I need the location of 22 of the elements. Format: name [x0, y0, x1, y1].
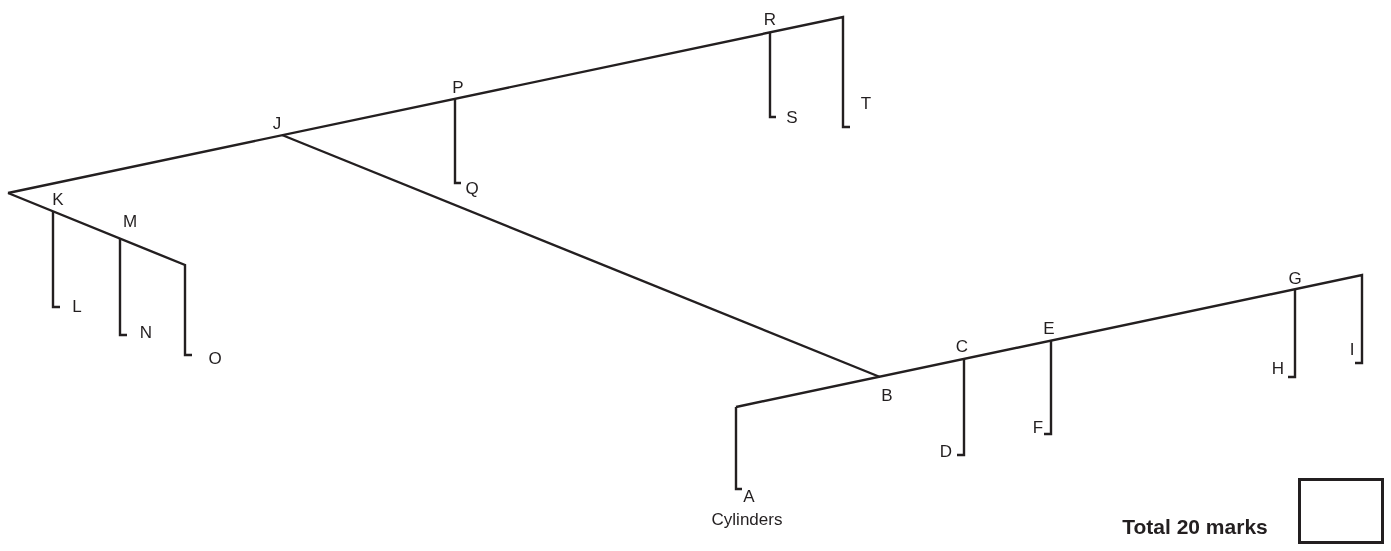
point-letter: Q — [465, 179, 479, 199]
point-letter: I — [1349, 340, 1355, 360]
point-letter: S — [786, 108, 798, 128]
marks-total: Total 20 marks — [1122, 517, 1268, 537]
point-letter: N — [139, 323, 153, 343]
point-letter: H — [1271, 359, 1285, 379]
point-letter: M — [122, 212, 138, 232]
point-letter: C — [955, 337, 969, 357]
point-letter: F — [1032, 418, 1044, 438]
point-letter: R — [763, 10, 777, 30]
point-letter: P — [452, 78, 464, 98]
point-letter: T — [860, 94, 872, 114]
point-letter: D — [939, 442, 953, 462]
drawing-caption: Cylinders — [711, 510, 783, 530]
point-letter: O — [208, 349, 222, 369]
point-letter: A — [743, 487, 755, 507]
point-letter: J — [272, 114, 282, 134]
point-letter: B — [881, 386, 893, 406]
point-letter: L — [72, 297, 82, 317]
point-letter: K — [52, 190, 64, 210]
point-letter: E — [1043, 319, 1055, 339]
point-letter: G — [1288, 269, 1302, 289]
